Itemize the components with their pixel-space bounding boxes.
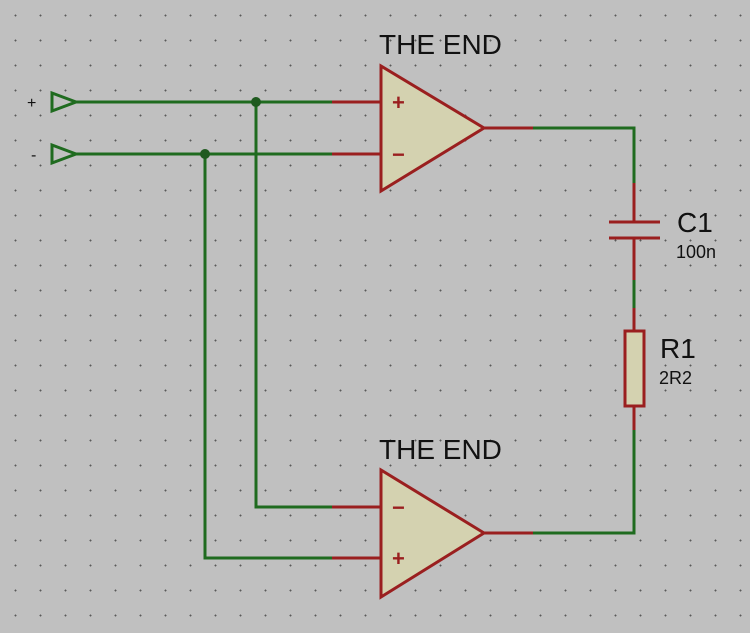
input-terminal-minus[interactable]: -	[31, 142, 81, 166]
opamp-top-pin-minus: −	[392, 142, 405, 167]
opamp-bottom[interactable]: − + THE END	[332, 434, 533, 600]
input-terminal-plus[interactable]: +	[27, 90, 81, 114]
resistor-r1-body	[623, 329, 646, 408]
opamp-bottom-pin-minus: −	[392, 495, 405, 520]
resistor-r1[interactable]: R1 2R2	[623, 308, 696, 430]
opamp-top-triangle	[379, 63, 487, 194]
wires	[76, 100, 636, 560]
opamp-bottom-triangle	[379, 467, 487, 600]
capacitor-c1[interactable]: C1 100n	[609, 183, 716, 280]
wire-bottom-output	[533, 430, 636, 535]
wire-plus-to-bottom-opamp	[254, 102, 332, 509]
junction-dot-plus	[251, 97, 261, 107]
opamp-top-label: THE END	[379, 29, 502, 60]
junction-dot-minus	[200, 149, 210, 159]
opamp-bottom-label: THE END	[379, 434, 502, 465]
input-terminal-plus-label: +	[27, 95, 36, 112]
wire-top-output	[533, 126, 636, 183]
wire-minus-to-bottom-opamp	[203, 154, 332, 560]
opamp-top[interactable]: + − THE END	[332, 29, 533, 194]
input-terminal-minus-label: -	[31, 147, 36, 164]
resistor-r1-value: 2R2	[659, 368, 692, 388]
opamp-bottom-pin-plus: +	[392, 546, 405, 571]
capacitor-c1-ref: C1	[677, 207, 713, 238]
opamp-top-pin-plus: +	[392, 90, 405, 115]
input-terminal-minus-symbol	[50, 142, 81, 166]
resistor-r1-ref: R1	[660, 333, 696, 364]
input-terminal-plus-symbol	[50, 90, 81, 114]
capacitor-c1-value: 100n	[676, 242, 716, 262]
